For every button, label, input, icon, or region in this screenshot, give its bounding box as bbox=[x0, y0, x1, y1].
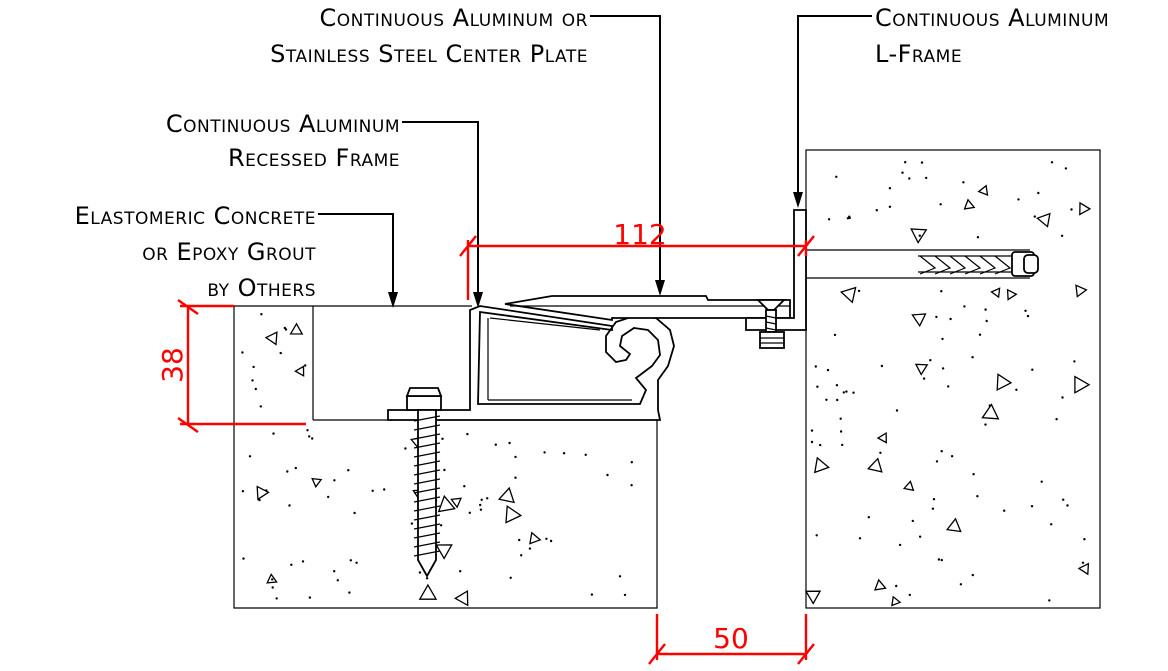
dimension-50-value: 50 bbox=[713, 622, 749, 655]
recessed-frame-label-line2: Recessed Frame bbox=[228, 144, 400, 172]
l-frame-label-line2: L-Frame bbox=[875, 40, 962, 68]
right-slab-aggregate bbox=[804, 161, 1092, 607]
grout-label-line1: Elastomeric Concrete bbox=[75, 202, 316, 230]
dimension-38 bbox=[177, 299, 306, 433]
dimension-112-value: 112 bbox=[613, 218, 666, 251]
left-slab-aggregate bbox=[241, 313, 633, 607]
grout-label-line3: by Others bbox=[207, 274, 316, 302]
grout-label-line2: or Epoxy Grout bbox=[142, 238, 316, 266]
l-frame-label-line1: Continuous Aluminum bbox=[875, 4, 1109, 32]
dimension-38-value: 38 bbox=[156, 347, 189, 383]
leader-lines bbox=[318, 15, 872, 308]
center-plate-label-line2: Stainless Steel Center Plate bbox=[270, 40, 588, 68]
dimension-50 bbox=[648, 614, 815, 665]
l-frame bbox=[745, 209, 807, 331]
left-concrete-slab bbox=[233, 305, 658, 609]
center-plate-label-line1: Continuous Aluminum or bbox=[320, 4, 588, 32]
recessed-frame-label-line1: Continuous Aluminum bbox=[166, 110, 400, 138]
right-concrete-slab bbox=[805, 149, 1101, 609]
wedge-anchor bbox=[806, 249, 1039, 279]
dimension-112 bbox=[459, 235, 815, 300]
countersunk-fastener bbox=[755, 299, 787, 349]
center-plate bbox=[504, 295, 791, 322]
screw-anchor bbox=[405, 387, 443, 578]
